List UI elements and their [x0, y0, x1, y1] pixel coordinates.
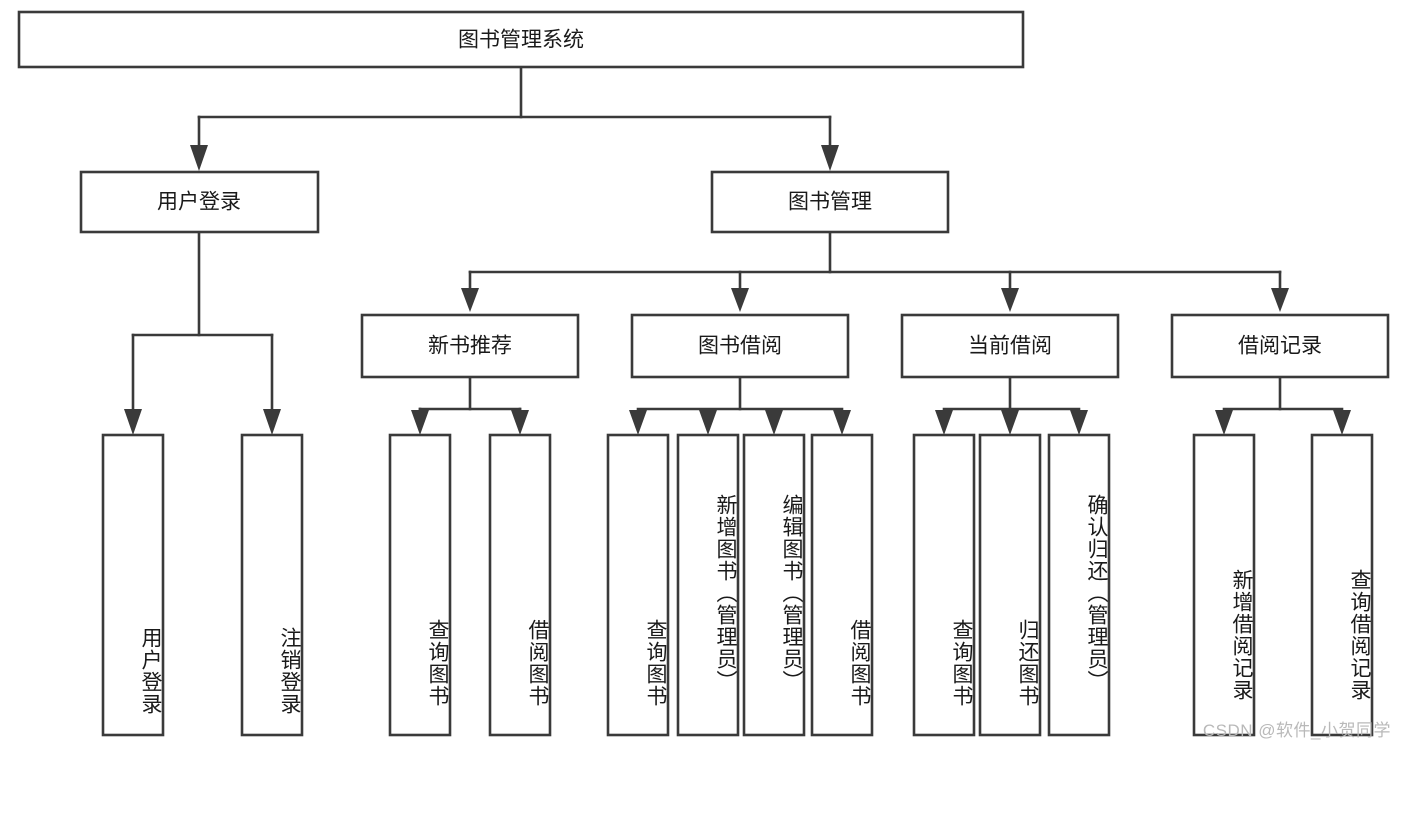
- leaf-query-book-1-box[interactable]: [388, 433, 452, 737]
- node-book-borrow-box[interactable]: [630, 313, 850, 379]
- arrow-head-leaf-query-borrow-record: [1333, 410, 1351, 435]
- node-new-book-recommend[interactable]: 新书推荐: [360, 313, 580, 379]
- node-book-management-box[interactable]: [710, 170, 950, 234]
- diagram-canvas: 图书管理系统 用户登录 图书管理 新书推荐 图书借阅 当前借阅 借阅记录: [17, 10, 1391, 740]
- leaf-return-book-box[interactable]: [978, 433, 1042, 737]
- arrow-head-new-book-recommend: [461, 288, 479, 312]
- node-borrow-record[interactable]: 借阅记录: [1170, 313, 1390, 379]
- arrow-head-leaf-add-borrow-record: [1215, 410, 1233, 435]
- arrow-head-leaf-query-book-1: [411, 410, 429, 435]
- leaf-logout-box[interactable]: [240, 433, 304, 737]
- arrow-head-leaf-logout: [263, 409, 281, 435]
- node-new-book-recommend-label: 新书推荐: [428, 335, 512, 358]
- connector-group-root: [190, 65, 839, 171]
- leaf-query-book-3-box[interactable]: [912, 433, 976, 737]
- node-book-borrow-label: 图书借阅: [698, 335, 782, 358]
- node-new-book-recommend-box[interactable]: [360, 313, 580, 379]
- leaf-borrow-book-2-box[interactable]: [810, 433, 874, 737]
- arrow-head-leaf-return-book: [1001, 410, 1019, 435]
- leaf-add-borrow-record-box[interactable]: [1192, 433, 1256, 737]
- arrow-head-leaf-query-book-3: [935, 410, 953, 435]
- node-root[interactable]: 图书管理系统: [17, 10, 1025, 69]
- node-current-borrow-label: 当前借阅: [968, 335, 1052, 358]
- leaf-borrow-book-1-box[interactable]: [488, 433, 552, 737]
- leaf-confirm-return-box[interactable]: [1047, 433, 1111, 737]
- node-borrow-record-label: 借阅记录: [1238, 335, 1322, 358]
- arrow-head-leaf-edit-book: [765, 410, 783, 435]
- connector-group-user-login: [124, 230, 281, 435]
- node-book-management-label: 图书管理: [788, 191, 872, 214]
- arrow-head-current-borrow: [1001, 288, 1019, 312]
- connector-group-book-borrow: [629, 376, 851, 435]
- arrow-head-leaf-borrow-book-1: [511, 410, 529, 435]
- arrow-head-leaf-confirm-return: [1070, 410, 1088, 435]
- connector-group-borrow-record: [1215, 376, 1351, 435]
- arrow-head-leaf-user-login: [124, 409, 142, 435]
- leaf-add-book-box[interactable]: [676, 433, 740, 737]
- arrow-head-borrow-record: [1271, 288, 1289, 312]
- node-user-login-box[interactable]: [79, 170, 320, 234]
- leaf-edit-book-box[interactable]: [742, 433, 806, 737]
- node-book-borrow[interactable]: 图书借阅: [630, 313, 850, 379]
- leaf-query-book-2-box[interactable]: [606, 433, 670, 737]
- connector-group-new-book-recommend: [411, 376, 529, 435]
- arrow-head-user-login: [190, 145, 208, 171]
- leaf-query-borrow-record-box[interactable]: [1310, 433, 1374, 737]
- leaf-user-login-box[interactable]: [101, 433, 165, 737]
- leaf-boxes-group: [101, 433, 1374, 737]
- node-current-borrow[interactable]: 当前借阅: [900, 313, 1120, 379]
- connector-group-book-management: [461, 230, 1289, 312]
- connector-group-current-borrow: [935, 376, 1088, 435]
- csdn-watermark: CSDN @软件_小贺同学: [1202, 721, 1391, 740]
- node-root-label: 图书管理系统: [458, 29, 584, 52]
- arrow-head-book-management: [821, 145, 839, 171]
- node-user-login[interactable]: 用户登录: [79, 170, 320, 234]
- node-book-management[interactable]: 图书管理: [710, 170, 950, 234]
- node-borrow-record-box[interactable]: [1170, 313, 1390, 379]
- arrow-head-book-borrow: [731, 288, 749, 312]
- tree-diagram-svg: 图书管理系统 用户登录 图书管理 新书推荐 图书借阅 当前借阅 借阅记录: [17, 10, 1390, 737]
- arrow-head-leaf-query-book-2: [629, 410, 647, 435]
- node-current-borrow-box[interactable]: [900, 313, 1120, 379]
- node-root-box[interactable]: [17, 10, 1025, 69]
- arrow-head-leaf-add-book: [699, 410, 717, 435]
- node-user-login-label: 用户登录: [157, 191, 241, 214]
- arrow-head-leaf-borrow-book-2: [833, 410, 851, 435]
